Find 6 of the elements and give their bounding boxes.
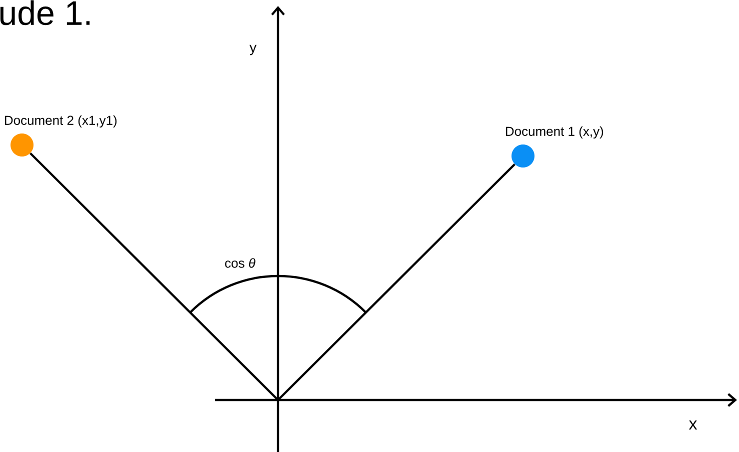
node-label: Document 2 (x1,y1) — [5, 115, 117, 128]
node-label: Document 1 (x,y) — [506, 126, 604, 139]
angle-label: cos θ — [225, 258, 256, 268]
axis-label: x — [688, 420, 698, 430]
caption-text: ude 1. — [0, 0, 90, 26]
axis-label: y — [250, 44, 256, 56]
